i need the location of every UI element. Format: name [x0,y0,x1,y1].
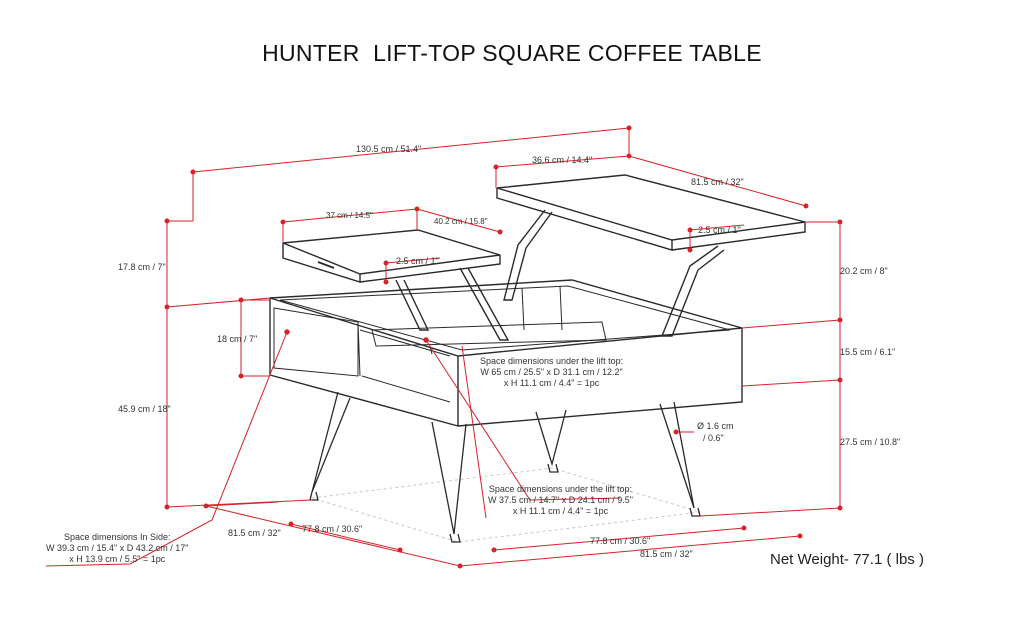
left-top-thickness-label: 2.5 cm / 1" [396,256,439,266]
note-line: Space dimensions under the lift top: [480,356,624,366]
leg-span-depth-label: 77.8 cm / 30.6" [302,524,363,534]
note-line: x H 11.1 cm / 4.4" = 1pc [512,506,609,516]
floor-footprint [311,467,701,543]
base-width-label: 81.5 cm / 32" [640,549,693,559]
note-line: W 39.3 cm / 15.4" x D 43.2 cm / 17" [46,543,189,553]
side-opening-height-label: 18 cm / 7" [217,334,258,344]
overall-height-label: 45.9 cm / 18" [118,404,171,414]
note-under-main-top: Space dimensions under the lift top: W 6… [480,356,623,389]
side-top-width-label: 37 cm / 14.5" [326,211,373,220]
lift-height-left-label: 17.8 cm / 7" [118,262,166,272]
main-lift-top [496,174,806,337]
note-line: Space dimensions In Side: [63,532,171,542]
lift-top-depth-label: 36.6 cm / 14.4" [532,155,593,165]
right-top-thickness-label: 2.5 cm / 1" [698,225,741,235]
base-depth-label: 81.5 cm / 32" [228,528,281,538]
box-height-label: 15.5 cm / 6.1" [840,347,896,357]
side-lift-top [282,229,510,341]
lift-top-width-label: 81.5 cm / 32" [691,177,744,187]
note-under-side-top: Space dimensions under the lift top: W 3… [488,484,633,517]
table-body [269,279,743,427]
leg-span-width-label: 77.8 cm / 30.6" [590,536,651,546]
leg-diameter-line1: Ø 1.6 cm [697,421,734,431]
note-line: W 37.5 cm / 14.7" x D 24.1 cm / 9.5" [488,495,633,505]
note-line: x H 13.9 cm / 5.5" = 1pc [69,554,166,564]
dimension-lines [45,125,843,569]
leg-height-label: 27.5 cm / 10.8" [840,437,901,447]
net-weight: Net Weight- 77.1 ( lbs ) [770,551,924,568]
note-line: Space dimensions under the lift top: [488,484,633,494]
note-inside-space: Space dimensions In Side: W 39.3 cm / 15… [46,532,188,565]
leg-diameter-line2: / 0.6" [703,433,724,443]
side-top-depth-label: 40.2 cm / 15.8" [434,217,488,226]
lift-height-right-label: 20.2 cm / 8" [840,266,888,276]
page-title: HUNTER LIFT-TOP SQUARE COFFEE TABLE [262,40,762,66]
note-line: x H 11.1 cm / 4.4" = 1pc [503,378,600,388]
hairpin-legs [309,391,701,543]
overall-width-label: 130.5 cm / 51.4" [356,144,422,154]
note-line: W 65 cm / 25.5" x D 31.1 cm / 12.2" [480,367,623,377]
